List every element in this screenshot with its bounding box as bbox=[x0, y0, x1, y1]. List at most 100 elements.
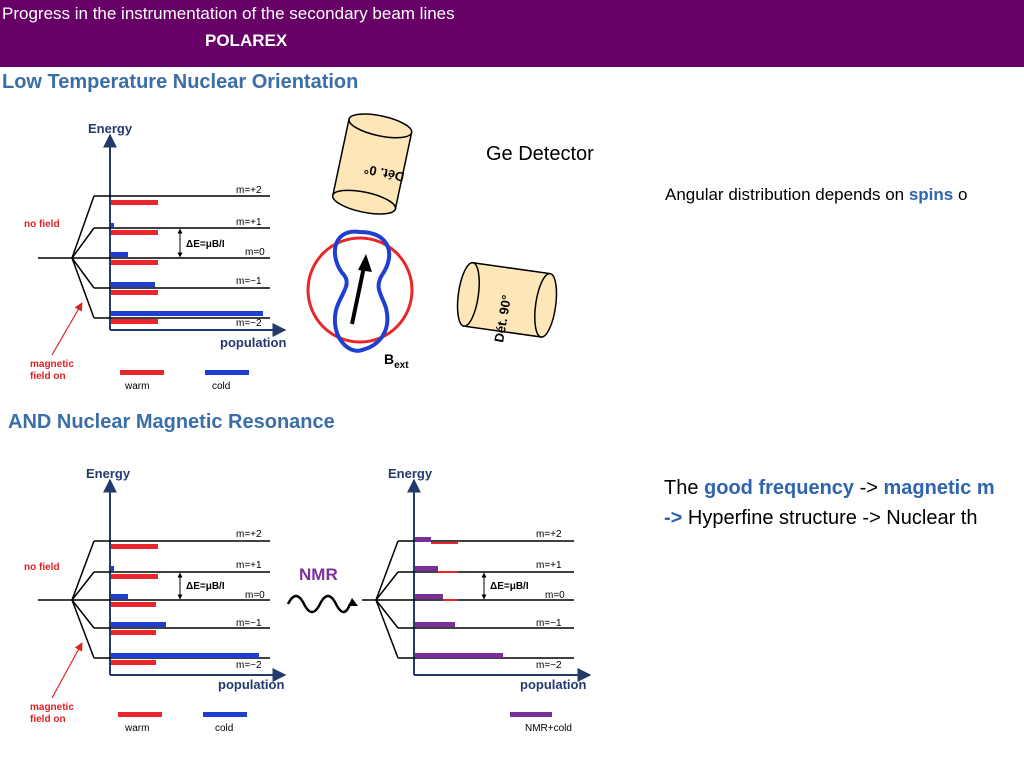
warm-bar-trace bbox=[443, 599, 458, 601]
spin-arrow-head bbox=[358, 254, 372, 272]
angular-text-prefix: Angular distribution depends on bbox=[665, 185, 909, 204]
wave-arrow-head bbox=[348, 598, 358, 606]
legend-cold-label: cold bbox=[215, 723, 233, 734]
level-label: m=+2 bbox=[236, 185, 262, 196]
magnetic-label-1: magnetic bbox=[30, 359, 74, 370]
legend-warm-swatch bbox=[120, 370, 164, 375]
nmr-line1-arrow: -> bbox=[854, 477, 884, 499]
nmr-bar bbox=[415, 537, 431, 542]
magnetic-label-2: field on bbox=[30, 714, 66, 725]
section-title-lton: Low Temperature Nuclear Orientation bbox=[2, 71, 359, 93]
nmr-label: NMR bbox=[299, 565, 338, 584]
level-label: m=+2 bbox=[236, 529, 262, 540]
section-title-nmr: AND Nuclear Magnetic Resonance bbox=[8, 411, 335, 433]
warm-bar bbox=[111, 602, 156, 607]
nmr-text-line1: The good frequency -> magnetic m bbox=[664, 477, 995, 500]
cold-bar bbox=[111, 653, 259, 658]
level-label: m=+1 bbox=[236, 217, 262, 228]
level-lines bbox=[362, 540, 574, 659]
legend-nmr-swatch bbox=[510, 712, 552, 717]
legend-warm-label: warm bbox=[124, 381, 149, 392]
nmr-line1-good-frequency: good frequency bbox=[704, 477, 855, 499]
cold-bar bbox=[111, 223, 114, 228]
population-label: population bbox=[218, 677, 284, 692]
warm-bar-trace bbox=[438, 571, 458, 573]
nmr-line2-arrow: -> bbox=[664, 507, 683, 529]
nmr-after-diagram: Energy population m=+2 m=+1 m=0 m=−1 m=−… bbox=[362, 466, 592, 734]
nmr-bar bbox=[415, 622, 455, 627]
energy-label: Energy bbox=[86, 466, 131, 481]
nmr-text-line2: -> Hyperfine structure -> Nuclear th bbox=[664, 507, 977, 530]
energy-label: Energy bbox=[388, 466, 433, 481]
detector-90-icon bbox=[456, 261, 558, 338]
nmr-line1-magnetic: magnetic m bbox=[883, 477, 995, 499]
legend-warm-label: warm bbox=[124, 723, 149, 734]
cold-bar bbox=[111, 566, 114, 571]
cold-bar bbox=[111, 622, 166, 627]
level-lines bbox=[38, 195, 270, 319]
magnetic-label-2: field on bbox=[30, 371, 66, 382]
no-field-label: no field bbox=[24, 219, 60, 230]
nmr-line1-prefix: The bbox=[664, 477, 705, 499]
wave-path bbox=[286, 594, 352, 614]
level-label: m=+1 bbox=[236, 560, 262, 571]
angular-distribution-figure: Dét. 0° Dét. 90° Bext bbox=[306, 113, 558, 371]
legend-nmr-label: NMR+cold bbox=[525, 723, 572, 734]
level-label: m=0 bbox=[545, 590, 565, 601]
warm-bar bbox=[111, 630, 156, 635]
delta-e-label: ΔE=μB/I bbox=[490, 581, 529, 592]
level-label: m=+2 bbox=[536, 529, 562, 540]
header-subtitle: POLAREX bbox=[205, 31, 288, 50]
warm-bar bbox=[111, 544, 158, 549]
magnetic-field-arrow bbox=[51, 302, 83, 356]
no-field-label: no field bbox=[24, 562, 60, 573]
warm-bar bbox=[111, 660, 156, 665]
level-label: m=+1 bbox=[536, 560, 562, 571]
level-label: m=0 bbox=[245, 247, 265, 258]
level-lines bbox=[38, 540, 270, 659]
warm-bar bbox=[111, 290, 158, 295]
warm-bar-trace bbox=[431, 542, 458, 544]
warm-bar bbox=[111, 230, 158, 235]
delta-e-label: ΔE=μB/I bbox=[186, 239, 225, 250]
population-bars bbox=[111, 200, 263, 324]
level-label: m=−2 bbox=[236, 318, 262, 329]
lton-energy-diagram: Energy population m=+2 m=+1 m=0 m=−1 m=−… bbox=[24, 121, 286, 392]
ge-detector-label: Ge Detector bbox=[486, 143, 594, 165]
legend-warm-swatch bbox=[118, 712, 162, 717]
population-label: population bbox=[520, 677, 586, 692]
header-bar: Progress in the instrumentation of the s… bbox=[0, 0, 1024, 67]
level-label: m=−1 bbox=[236, 618, 262, 629]
population-bars bbox=[111, 544, 259, 665]
warm-bar bbox=[111, 574, 158, 579]
isotropic-circle bbox=[306, 236, 414, 344]
delta-e-label: ΔE=μB/I bbox=[186, 581, 225, 592]
level-label: m=−1 bbox=[236, 276, 262, 287]
warm-bar bbox=[111, 319, 158, 324]
energy-label: Energy bbox=[88, 121, 133, 136]
detector-0-icon bbox=[331, 113, 413, 215]
angular-text-suffix: o bbox=[953, 185, 968, 204]
cold-bar bbox=[111, 594, 128, 599]
legend-cold-swatch bbox=[203, 712, 247, 717]
level-label: m=0 bbox=[245, 590, 265, 601]
nmr-wave-icon: NMR bbox=[286, 565, 358, 614]
warm-bar bbox=[111, 260, 158, 265]
magnetic-label-1: magnetic bbox=[30, 702, 74, 713]
magnetic-field-arrow bbox=[51, 642, 83, 699]
anisotropic-distribution bbox=[332, 229, 392, 353]
cold-bar bbox=[111, 282, 155, 287]
level-label: m=−1 bbox=[536, 618, 562, 629]
nmr-before-diagram: Energy population m=+2 m=+1 m=0 m=−1 m=−… bbox=[24, 466, 287, 734]
nmr-bar bbox=[415, 594, 443, 599]
population-label: population bbox=[220, 335, 286, 350]
level-label: m=−2 bbox=[536, 660, 562, 671]
nmr-bar bbox=[415, 566, 438, 571]
spin-arrow bbox=[350, 261, 367, 325]
warm-bar bbox=[111, 200, 158, 205]
legend-cold-label: cold bbox=[212, 381, 230, 392]
nmr-line2-text: Hyperfine structure -> Nuclear th bbox=[682, 507, 978, 529]
cold-bar bbox=[111, 311, 263, 316]
level-label: m=−2 bbox=[236, 660, 262, 671]
angular-text-spins: spins bbox=[908, 185, 954, 204]
